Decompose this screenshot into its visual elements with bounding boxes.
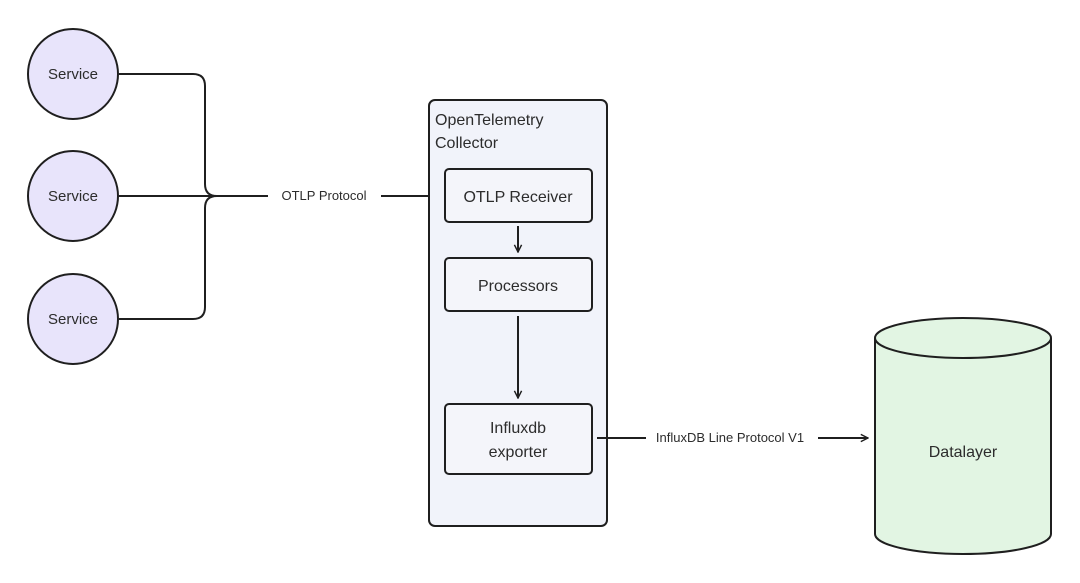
influx-protocol-label: InfluxDB Line Protocol V1 <box>656 430 804 445</box>
service-node: Service <box>27 28 119 120</box>
service-label: Service <box>48 311 98 328</box>
collector-title-line2: Collector <box>435 135 499 152</box>
service-node: Service <box>27 273 119 365</box>
service-connectors <box>119 73 268 320</box>
connector-service-3 <box>119 195 218 320</box>
datalayer-cylinder: Datalayer <box>874 317 1052 555</box>
processors-box: Processors <box>444 257 593 312</box>
otlp-receiver-label: OTLP Receiver <box>463 189 573 206</box>
otlp-protocol-label: OTLP Protocol <box>281 188 366 203</box>
otlp-receiver-box: OTLP Receiver <box>444 168 593 223</box>
service-node: Service <box>27 150 119 242</box>
exporter-label-line2: exporter <box>489 444 548 461</box>
exporter-label-line1: Influxdb <box>490 420 546 437</box>
influxdb-exporter-box: Influxdb exporter <box>444 403 593 475</box>
service-label: Service <box>48 66 98 83</box>
collector-title-line1: OpenTelemetry <box>435 112 544 129</box>
datalayer-label: Datalayer <box>929 444 998 461</box>
processors-label: Processors <box>478 278 558 295</box>
connector-service-1 <box>119 73 218 197</box>
service-label: Service <box>48 188 98 205</box>
